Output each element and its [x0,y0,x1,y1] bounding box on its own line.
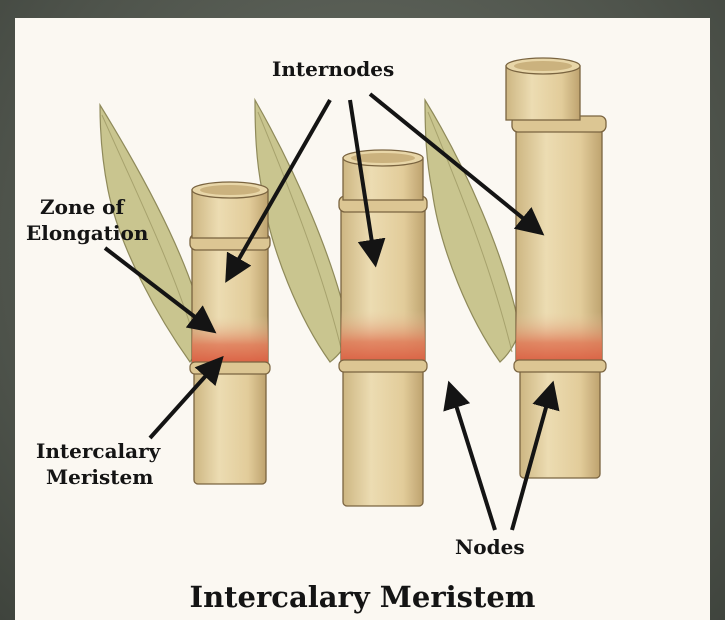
label-intercalary-meristem-line1: Intercalary [36,440,160,462]
label-nodes: Nodes [455,536,525,558]
leaf-2 [255,100,350,362]
label-intercalary-meristem-line2: Meristem [46,466,153,488]
stem-3 [506,58,606,478]
arrow-node-1 [450,386,495,530]
label-zone-of-elongation-line1: Zone of [40,196,124,218]
leaf-3 [425,100,520,362]
label-zone-of-elongation-line2: Elongation [26,222,148,244]
figure-title: Intercalary Meristem [0,580,725,614]
label-internodes: Internodes [272,58,394,80]
stem-2 [339,150,427,506]
